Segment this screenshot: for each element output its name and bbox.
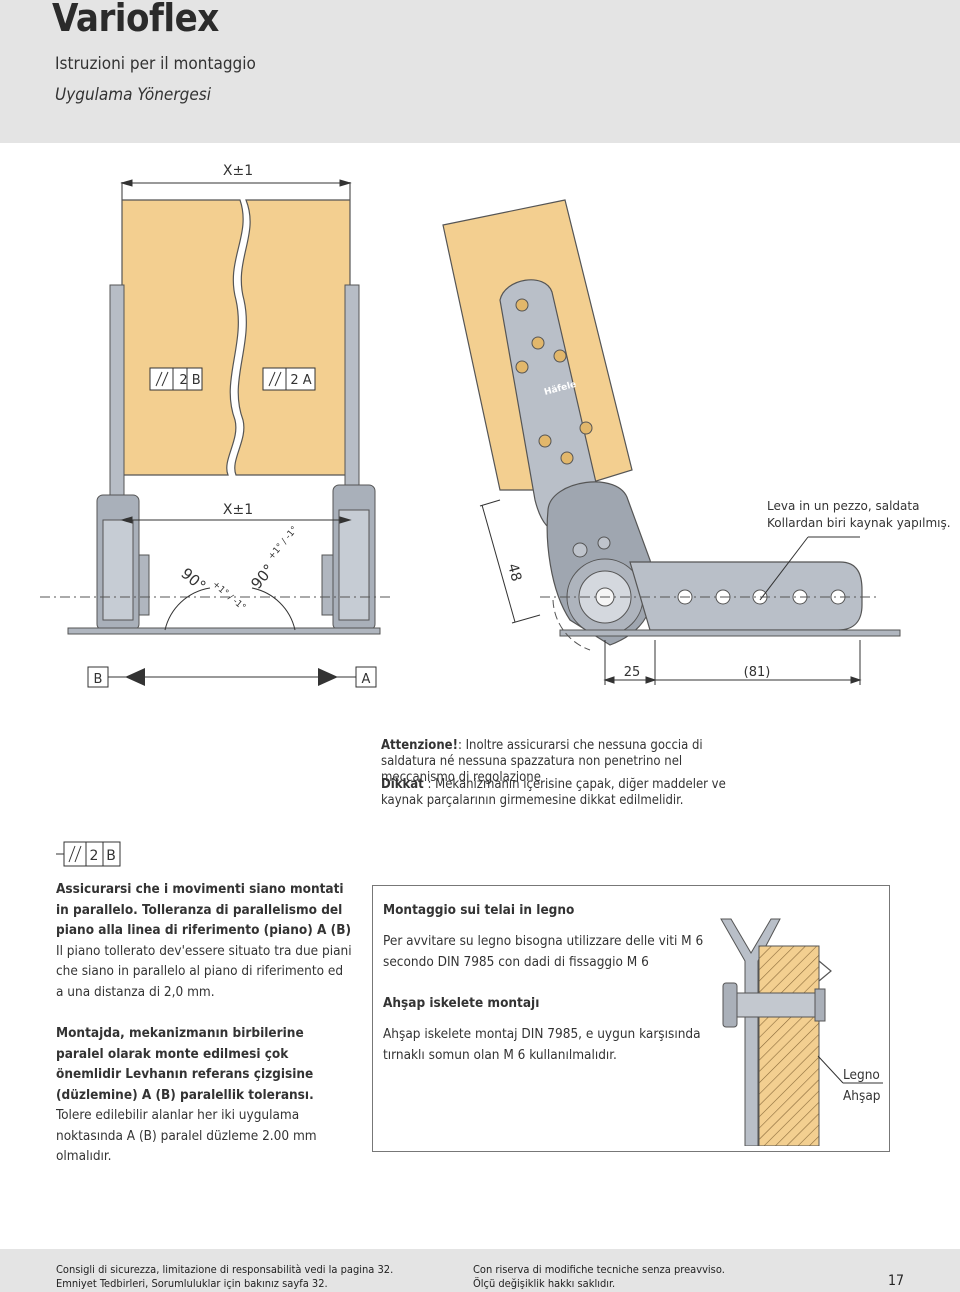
parallel-2a-label: 2 A xyxy=(290,373,311,388)
ref-a-label: A xyxy=(362,672,371,687)
dim-25-label: 25 xyxy=(624,665,641,680)
base-plate-left xyxy=(67,627,381,635)
left-turkish-bold: Montajda, mekanizmanın birbilerine paral… xyxy=(56,1025,314,1103)
footer-safety-turkish: Emniyet Tedbirleri, Sorumluluklar için b… xyxy=(56,1277,328,1290)
legend-wood-turkish: Ahşap xyxy=(843,1088,881,1104)
angle-arc-right xyxy=(251,587,296,631)
wood-panel-right xyxy=(234,199,351,476)
box-body-turkish: Ahşap iskelete montaj DIN 7985, e uygun … xyxy=(383,1026,701,1063)
angle-arc-left xyxy=(164,587,211,631)
pivot-arc xyxy=(552,599,591,651)
warning-turkish-label: Dikkat xyxy=(381,777,424,792)
subtitle-italian: Istruzioni per il montaggio xyxy=(55,54,256,74)
plate-screws-tilted xyxy=(515,298,593,465)
hinge-mechanism xyxy=(546,481,655,646)
angle-right-tolerance: +1° / -1° xyxy=(267,525,300,562)
footer-band: Consigli di sicurezza, limitazione di re… xyxy=(0,1249,960,1292)
warning-turkish-text: : Mekanizmanın içerisine çapak, diğer ma… xyxy=(381,777,726,808)
box-body-italian: Per avvitare su legno bisogna utilizzare… xyxy=(383,933,704,970)
lever-note-turkish: Kollardan biri kaynak yapılmış. xyxy=(767,516,951,530)
callout-leader xyxy=(759,536,809,601)
page-number: 17 xyxy=(888,1273,905,1289)
lever-plate-horizontal xyxy=(629,561,863,631)
left-text-italian: Assicurarsi che i movimenti siano montat… xyxy=(56,879,352,1002)
dim-48-label: 48 xyxy=(504,562,524,583)
left-turkish-body: Tolere edilebilir alanlar her iki uygula… xyxy=(56,1107,317,1164)
header-band: Varioflex Istruzioni per il montaggio Uy… xyxy=(0,0,960,143)
box-heading-turkish: Ahşap iskelete montajı xyxy=(383,995,540,1011)
wood-panel-left xyxy=(121,199,244,476)
warning-italian: Attenzione!: Inoltre assicurarsi che nes… xyxy=(381,738,741,786)
legend-wood-italian: Legno xyxy=(843,1067,880,1083)
screw-section-drawing xyxy=(720,918,883,1146)
technical-drawing: X±1 2 B 2 A X±1 9 xyxy=(40,163,951,688)
left-italian-bold-2: Tolleranza di parallelismo del piano all… xyxy=(56,901,351,939)
parallel-frame-2a xyxy=(262,367,316,391)
parallel-symbol-ref: B xyxy=(106,848,116,864)
left-italian-bold-1: Assicurarsi che i movimenti siano montat… xyxy=(56,881,344,918)
warning-italian-label: Attenzione! xyxy=(381,738,458,753)
lever-note-italian: Leva in un pezzo, saldata xyxy=(767,499,919,513)
parallel-2b-label: 2 B xyxy=(179,373,200,388)
dim-x-top-label: X±1 xyxy=(223,163,253,179)
left-text-turkish: Montajda, mekanizmanın birbilerine paral… xyxy=(56,1023,352,1167)
footer-reserve-turkish: Ölçü değişiklik hakkı saklıdır. xyxy=(473,1277,616,1290)
box-heading-italian: Montaggio sui telai in legno xyxy=(383,902,575,918)
dim-x-mid-label: X±1 xyxy=(223,502,253,518)
dim-81-label: (81) xyxy=(744,665,771,680)
parallel-frame-2b xyxy=(149,367,203,391)
wood-mounting-box: Montaggio sui telai in legno Per avvitar… xyxy=(372,885,890,1152)
warning-turkish: Dikkat : Mekanizmanın içerisine çapak, d… xyxy=(381,777,741,809)
ref-b-label: B xyxy=(94,672,103,687)
angle-left-label: 90° xyxy=(177,564,209,595)
lever-left xyxy=(96,284,150,631)
warning-italian-text: : Inoltre assicurarsi che nessuna goccia… xyxy=(381,738,703,785)
footer-safety-italian: Consigli di sicurezza, limitazione di re… xyxy=(56,1263,394,1276)
reference-line-ba xyxy=(87,666,377,688)
dimension-25-81 xyxy=(603,640,862,685)
left-italian-body: Il piano tollerato dev'essere situato tr… xyxy=(56,942,352,1000)
dimension-48 xyxy=(479,499,541,624)
parallel-symbol-frame: 2 B xyxy=(56,841,121,867)
angle-right-label: 90° xyxy=(247,561,278,593)
dimension-x-mid xyxy=(120,516,352,524)
parallel-symbol-value: 2 xyxy=(90,848,99,864)
base-plate-right xyxy=(559,629,901,637)
page-title: Varioflex xyxy=(52,0,219,40)
footer-reserve-italian: Con riserva di modifiche tecniche senza … xyxy=(473,1263,725,1276)
angle-left-tolerance: +1° / -1° xyxy=(210,580,247,613)
subtitle-turkish: Uygulama Yönergesi xyxy=(55,85,211,105)
